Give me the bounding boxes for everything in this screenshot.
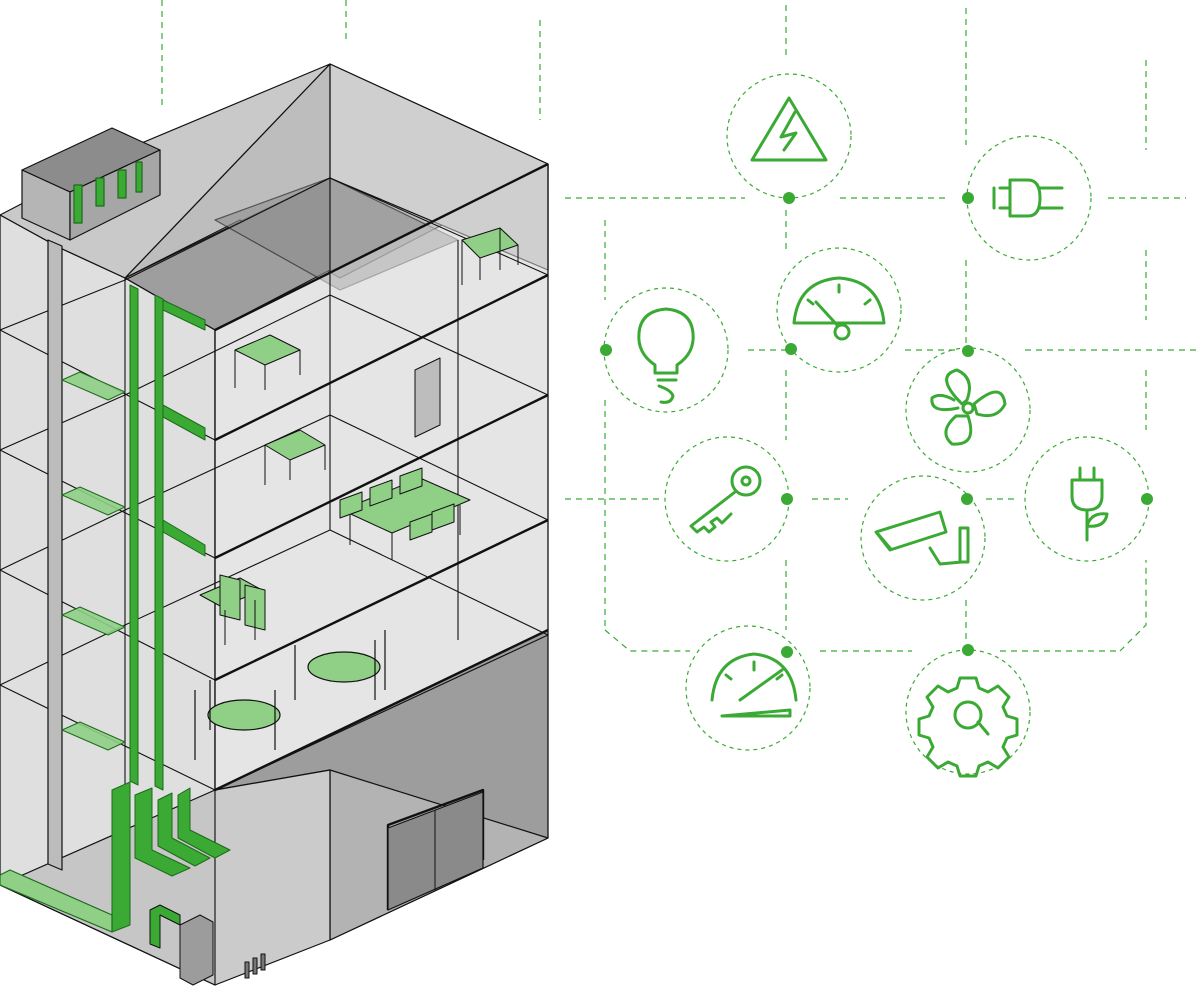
room-door [414,357,441,438]
branch-ducts [61,371,126,751]
speedometer-icon [710,652,798,718]
furniture-chair-top [461,227,519,285]
ground-duct [0,869,113,933]
ventilation-fan-icon [930,368,1007,446]
pressure-gauge-icon [792,276,886,341]
furniture-desk-2 [264,429,326,485]
round-tables [194,630,386,760]
floor-slabs [0,64,549,985]
eco-plug-icon [1070,466,1109,542]
high-voltage-icon [750,96,828,162]
network-connectors [161,0,1200,652]
roof-unit [21,127,161,241]
duct-bundle [111,781,231,933]
green-riser [129,284,206,791]
power-plug-icon [992,178,1064,218]
connector-dots [600,192,1153,658]
furniture-conference-table [339,467,471,560]
utility-box [149,904,266,986]
key-access-icon [689,465,762,534]
furniture-chairs [199,574,266,645]
settings-gear-icon [917,676,1019,778]
security-camera-icon [874,510,970,566]
light-bulb-icon [637,307,695,404]
elevator-shaft [47,239,63,871]
building-illustration [0,63,549,986]
icon-circles [603,73,1150,775]
furniture-desk-1 [234,334,301,390]
